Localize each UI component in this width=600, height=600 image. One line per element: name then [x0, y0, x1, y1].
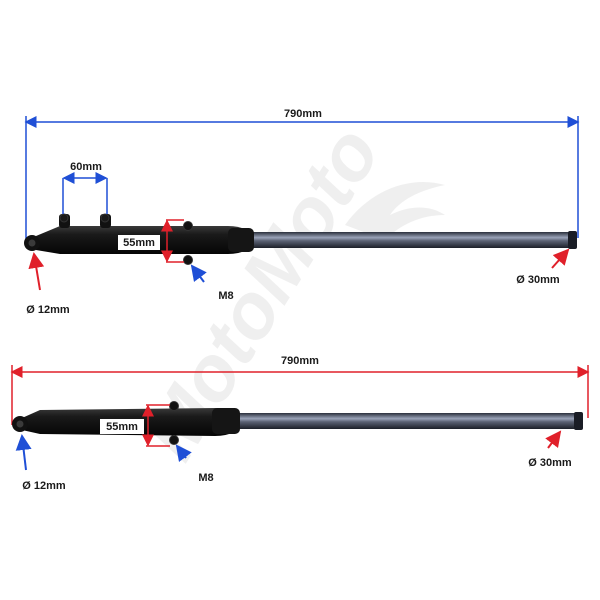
bolt-label: M8: [198, 472, 213, 484]
bolt-label: M8: [218, 290, 233, 302]
clamp-label-box: [118, 235, 160, 250]
axle-diameter-label: Ø 12mm: [22, 480, 66, 492]
tube-diameter-label: Ø 30mm: [516, 274, 560, 286]
clamp-bolt-top: [183, 221, 193, 231]
clamp-bolt-bottom: [169, 435, 179, 445]
axle-diameter-label: Ø 12mm: [26, 304, 70, 316]
overall-length-label: 790mm: [284, 108, 322, 120]
watermark-logo-icon: [345, 181, 445, 240]
caliper-spacing-label: 60mm: [70, 161, 102, 173]
tube-end-cap: [568, 231, 577, 249]
clamp-height-label: 55mm: [106, 421, 138, 433]
stanchion-tube: [236, 413, 582, 429]
fork-bottom: 790mm 55mm M8 Ø 12mm Ø 30mm: [10, 355, 590, 492]
tube-end-cap: [574, 412, 583, 430]
seal-ring: [212, 408, 240, 434]
tube-pointer: [551, 248, 570, 269]
axle-hole: [16, 420, 24, 428]
clamp-bolt-bottom: [183, 255, 193, 265]
axle-pointer: [15, 434, 32, 471]
axle-pointer: [28, 252, 45, 291]
clamp-height-label: 55mm: [123, 237, 155, 249]
axle-hole: [28, 239, 36, 247]
bolt-pointer: [190, 264, 207, 283]
stanchion-tube: [250, 232, 576, 248]
tube-pointer: [545, 430, 562, 449]
clamp-bolt-top: [169, 401, 179, 411]
fork-top: 790mm 60mm 55mm M8 Ø 12mm: [24, 108, 580, 316]
seal-ring: [228, 228, 254, 252]
tube-diameter-label: Ø 30mm: [528, 457, 572, 469]
overall-length-label: 790mm: [281, 355, 319, 367]
bolt-pointer: [175, 444, 192, 462]
